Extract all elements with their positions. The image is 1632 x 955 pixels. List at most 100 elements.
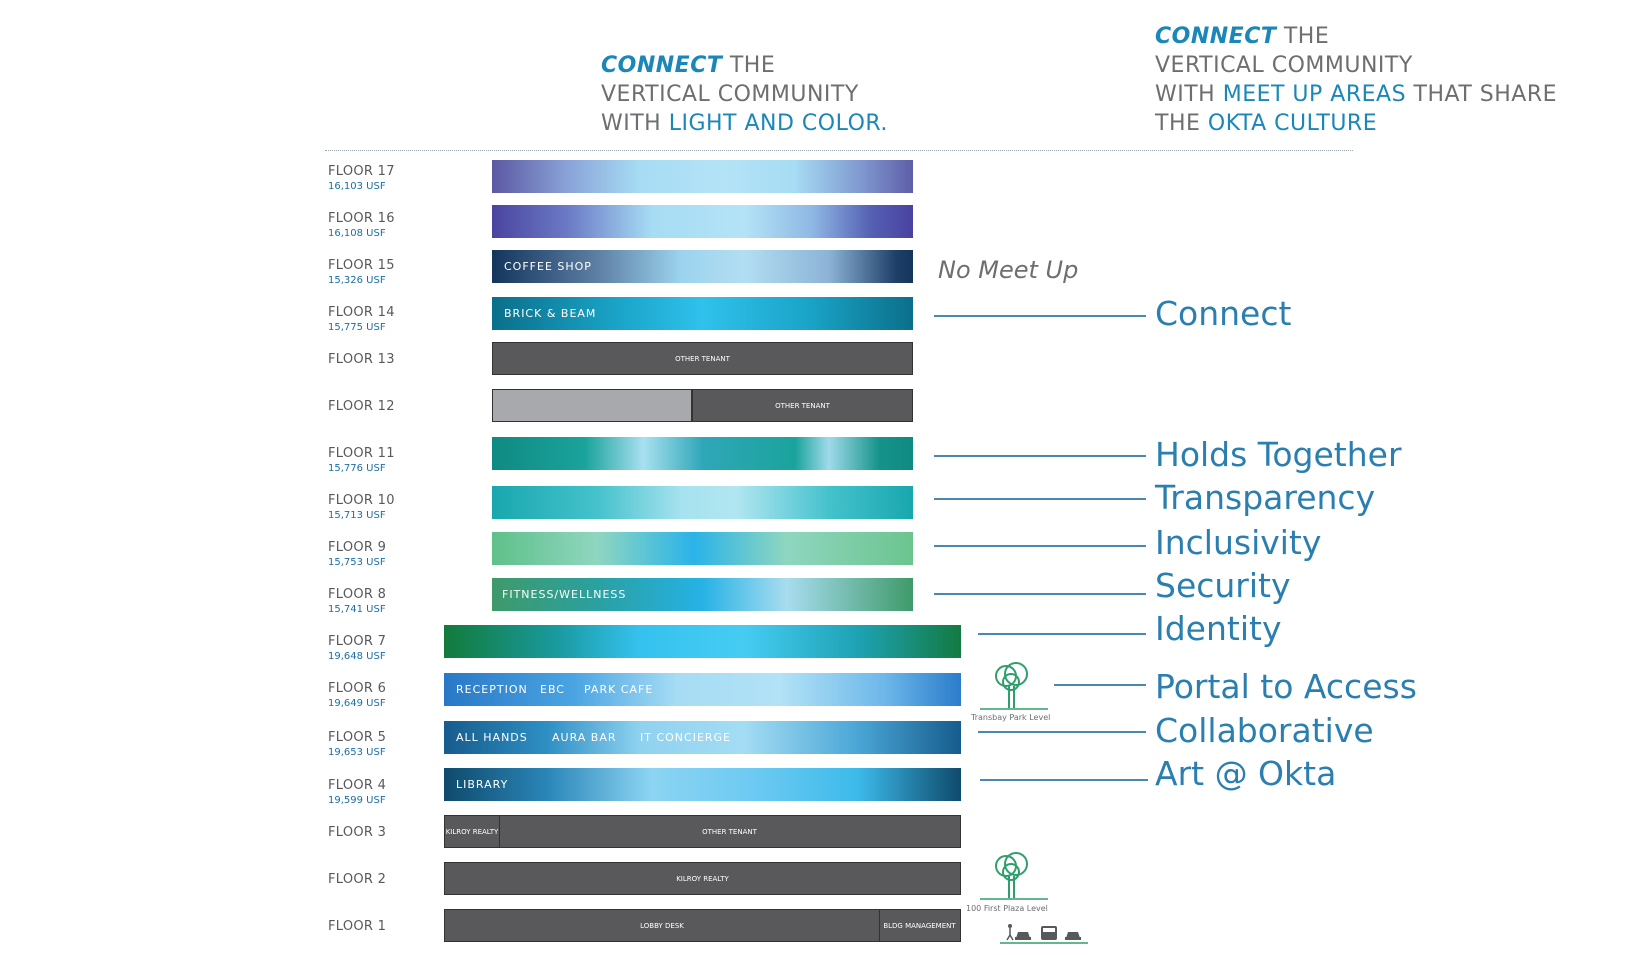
header-right-connect: CONNECT: [1155, 24, 1277, 49]
no-meet-up-label: No Meet Up: [938, 256, 1079, 284]
floor-bar-8: FITNESS/WELLNESS: [492, 578, 913, 611]
floor-label-2: FLOOR 2: [328, 872, 386, 888]
transbay-park-label: Transbay Park Level: [971, 713, 1051, 722]
floor-bar-16: [492, 205, 913, 238]
floor-area: 15,326 USF: [328, 275, 386, 286]
floor-1-divider: [879, 910, 880, 941]
it-concierge-label: IT CONCIERGE: [640, 731, 732, 744]
floor-name: FLOOR 12: [328, 399, 395, 414]
header-left: CONNECT THE VERTICAL COMMUNITY WITH LIGH…: [601, 51, 888, 138]
floor-bar-11: [492, 437, 913, 470]
header-right-meetup: MEET UP AREAS: [1222, 82, 1407, 107]
floor-area: 19,599 USF: [328, 795, 386, 806]
connector-art: [980, 779, 1148, 781]
floor-bar-6: RECEPTION EBC PARK CAFE: [444, 673, 961, 706]
keyword-connect: Connect: [1155, 294, 1292, 333]
keyword-transparency: Transparency: [1155, 478, 1376, 517]
aura-bar-label: AURA BAR: [552, 731, 617, 744]
connector-connect: [934, 315, 1146, 317]
header-divider: [325, 150, 1353, 151]
connector-identity: [978, 633, 1146, 635]
floor-label-4: FLOOR 4 19,599 USF: [328, 778, 386, 808]
floor-12-tenant-label: OTHER TENANT: [775, 401, 830, 410]
bldg-management-label: BLDG MANAGEMENT: [883, 921, 956, 930]
floor-label-12: FLOOR 12: [328, 399, 395, 415]
lobby-desk-label: LOBBY DESK: [640, 921, 684, 930]
floor-bar-9: [492, 532, 913, 565]
floor-name: FLOOR 13: [328, 352, 395, 367]
header-right-culture: OKTA CULTURE: [1207, 111, 1378, 136]
fitness-wellness-label: FITNESS/WELLNESS: [502, 588, 627, 601]
keyword-portal-to-access: Portal to Access: [1155, 667, 1417, 706]
floor-bar-7: [444, 625, 961, 658]
floor-name: FLOOR 6: [328, 681, 387, 696]
floor-label-13: FLOOR 13: [328, 352, 395, 368]
keyword-security: Security: [1155, 566, 1291, 605]
first-plaza-label: 100 First Plaza Level: [966, 904, 1048, 913]
floor-area: 15,776 USF: [328, 463, 386, 474]
coffee-shop-label: COFFEE SHOP: [504, 260, 592, 273]
ebc-label: EBC: [540, 683, 565, 696]
header-left-the: THE: [722, 53, 776, 78]
floor-area: 16,108 USF: [328, 228, 386, 239]
floor-bar-10: [492, 486, 913, 519]
keyword-art-okta: Art @ Okta: [1155, 754, 1337, 793]
header-left-connect: CONNECT: [601, 53, 723, 78]
tree-icon: [980, 852, 1048, 900]
floor-bar-4: LIBRARY: [444, 768, 961, 801]
floor-area: 15,775 USF: [328, 322, 386, 333]
keyword-collaborative: Collaborative: [1155, 711, 1374, 750]
floor-label-6: FLOOR 6 19,649 USF: [328, 681, 386, 711]
floor-name: FLOOR 15: [328, 258, 395, 273]
connector-collaborative: [978, 731, 1146, 733]
keyword-identity: Identity: [1155, 609, 1282, 648]
floor-bar-13: OTHER TENANT: [492, 342, 913, 375]
connector-holds-together: [934, 455, 1146, 457]
floor-area: 15,713 USF: [328, 510, 386, 521]
library-label: LIBRARY: [456, 778, 509, 791]
connector-transparency: [934, 498, 1146, 500]
connector-security: [934, 593, 1146, 595]
floor-label-1: FLOOR 1: [328, 919, 386, 935]
reception-label: RECEPTION: [456, 683, 528, 696]
all-hands-label: ALL HANDS: [456, 731, 528, 744]
floor-bar-1: LOBBY DESK BLDG MANAGEMENT: [444, 909, 961, 942]
floor-name: FLOOR 8: [328, 587, 387, 602]
floor-area: 19,649 USF: [328, 698, 386, 709]
floor-name: FLOOR 17: [328, 164, 395, 179]
floor-name: FLOOR 1: [328, 919, 387, 934]
header-right-with: WITH: [1155, 82, 1223, 107]
header-left-accent: LIGHT AND COLOR.: [668, 111, 888, 136]
floor-area: 19,648 USF: [328, 651, 386, 662]
floor-name: FLOOR 11: [328, 446, 395, 461]
header-left-line2: VERTICAL COMMUNITY: [601, 82, 859, 107]
floor-3-kilroy-label: KILROY REALTY: [445, 827, 499, 836]
floor-name: FLOOR 16: [328, 211, 395, 226]
floor-bar-5: ALL HANDS AURA BAR IT CONCIERGE: [444, 721, 961, 754]
floor-area: 19,653 USF: [328, 747, 386, 758]
header-right-line2: VERTICAL COMMUNITY: [1155, 53, 1413, 78]
floor-bar-15: COFFEE SHOP: [492, 250, 913, 283]
header-right: CONNECT THE VERTICAL COMMUNITY WITH MEET…: [1155, 22, 1557, 138]
floor-2-kilroy-label: KILROY REALTY: [676, 874, 729, 883]
floor-name: FLOOR 4: [328, 778, 387, 793]
floor-bar-17: [492, 160, 913, 193]
floor-12-vacant-segment: [492, 389, 692, 422]
floor-13-tenant-label: OTHER TENANT: [675, 354, 730, 363]
floor-name: FLOOR 9: [328, 540, 387, 555]
floor-label-11: FLOOR 11 15,776 USF: [328, 446, 395, 476]
floor-12-tenant-segment: [692, 389, 913, 422]
connector-portal: [1054, 684, 1146, 686]
header-right-the: THE: [1276, 24, 1330, 49]
floor-name: FLOOR 3: [328, 825, 387, 840]
floor-area: 15,741 USF: [328, 604, 386, 615]
floor-bar-2: KILROY REALTY: [444, 862, 961, 895]
floor-name: FLOOR 2: [328, 872, 387, 887]
floor-3-divider: [499, 816, 500, 847]
